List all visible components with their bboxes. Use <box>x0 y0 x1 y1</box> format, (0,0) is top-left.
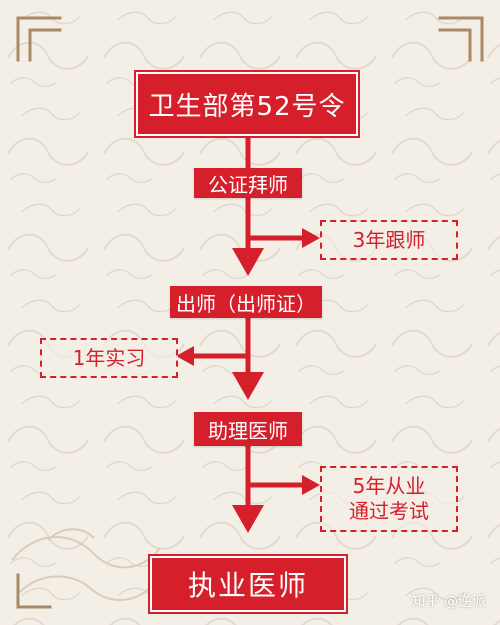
step-graduation-certificate: 出师（出师证） <box>170 286 322 318</box>
note-three-year-apprenticeship: 3年跟师 <box>320 220 458 260</box>
corner-border <box>16 16 484 609</box>
step-assistant-physician-label: 助理医师 <box>208 418 288 443</box>
final-licensed-physician-label: 执业医师 <box>187 569 308 602</box>
note-five-year-practice-label: 5年从业 <box>352 474 426 498</box>
note-one-year-internship: 1年实习 <box>40 338 178 378</box>
step-assistant-physician: 助理医师 <box>194 412 302 446</box>
note-three-year-apprenticeship-label: 3年跟师 <box>352 227 426 252</box>
left-arrowhead <box>176 346 194 366</box>
down-arrowhead <box>232 505 264 533</box>
step-apprenticeship-label: 公证拜师 <box>208 172 288 197</box>
note-one-year-internship-label: 1年实习 <box>72 345 146 370</box>
watermark: 知乎 @逆派 <box>411 594 486 610</box>
right-arrowhead <box>302 475 320 495</box>
down-arrowhead <box>232 372 264 400</box>
step-graduation-certificate-label: 出师（出师证） <box>176 291 316 316</box>
regulation-title-box: 卫生部第52号令 <box>134 70 360 138</box>
note-pass-exam-label: 通过考试 <box>349 499 429 523</box>
ornament-cloud <box>11 528 161 601</box>
down-arrowhead <box>232 248 264 276</box>
regulation-title: 卫生部第52号令 <box>148 91 346 122</box>
final-licensed-physician-box: 执业医师 <box>148 554 348 614</box>
note-five-year-practice: 5年从业 通过考试 <box>320 466 458 532</box>
step-apprenticeship: 公证拜师 <box>194 168 302 198</box>
right-arrowhead <box>302 228 320 248</box>
